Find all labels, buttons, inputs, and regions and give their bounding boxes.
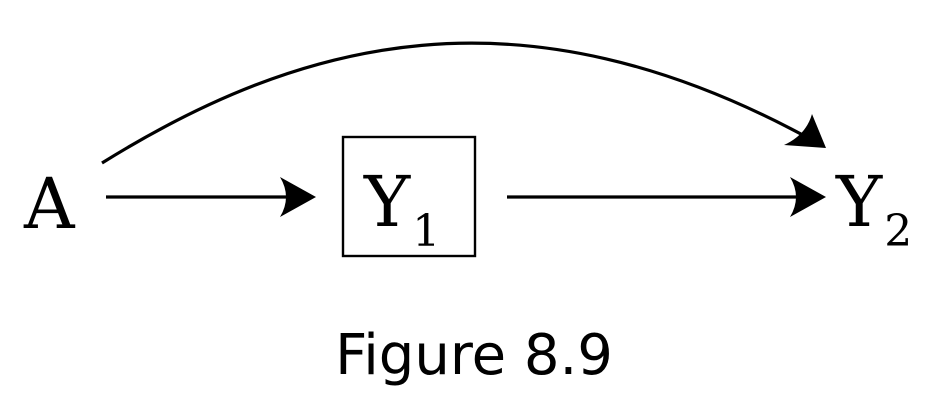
node-y1-subscript: 1 <box>412 206 440 257</box>
edge-a-to-y2-arrowhead <box>784 114 826 148</box>
figure-caption: Figure 8.9 <box>335 323 613 388</box>
edge-a-to-y2 <box>101 41 826 165</box>
edge-a-to-y1 <box>106 177 316 217</box>
node-y2-label: Y2 <box>835 161 912 257</box>
edge-y1-to-y2 <box>507 177 826 217</box>
edge-a-to-y1-arrowhead <box>280 177 316 217</box>
node-y1: Y1 <box>341 135 477 258</box>
node-y1-letter: Y <box>363 161 411 243</box>
edge-y1-to-y2-arrowhead <box>790 177 826 217</box>
node-y2-letter: Y <box>835 161 883 243</box>
node-a: A <box>23 163 76 245</box>
edge-a-to-y2-curve <box>101 41 813 165</box>
node-y2: Y2 <box>835 161 912 257</box>
node-a-label: A <box>23 163 76 245</box>
node-y1-label: Y1 <box>363 161 440 257</box>
node-y2-subscript: 2 <box>884 206 912 257</box>
node-y1-box <box>341 135 477 258</box>
